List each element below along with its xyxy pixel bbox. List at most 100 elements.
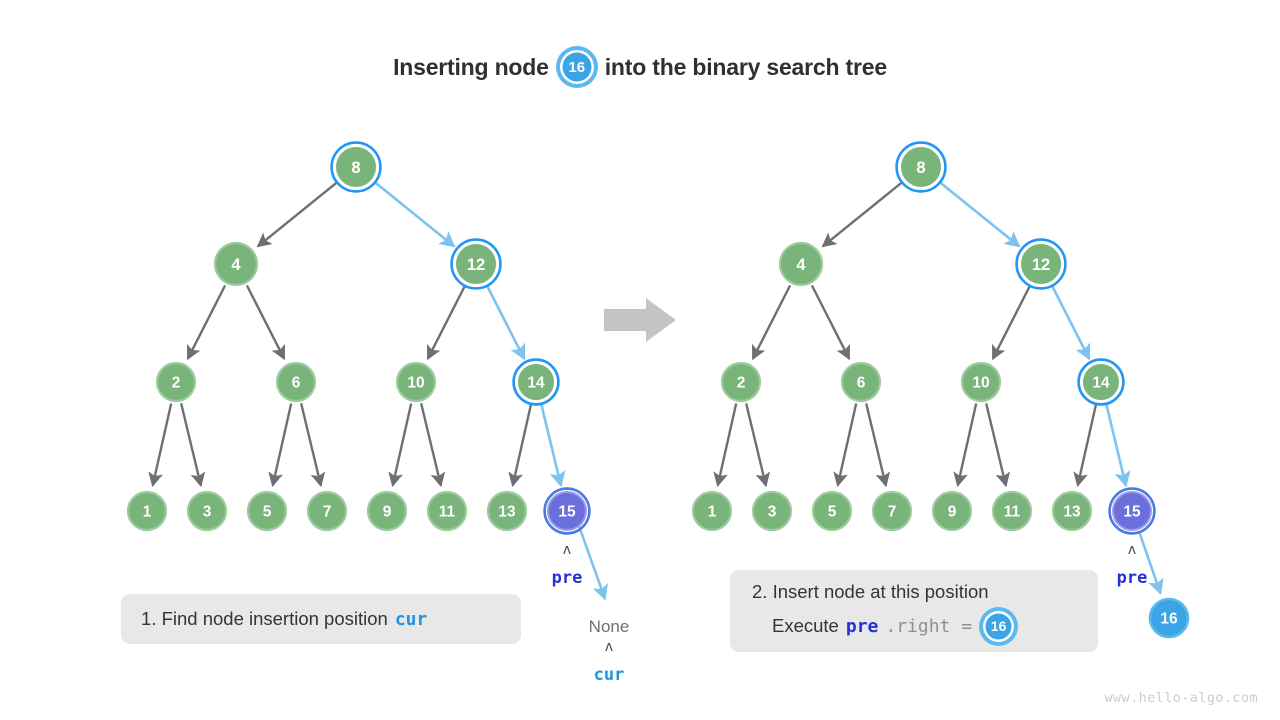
tree-node-12: 12 bbox=[450, 238, 502, 290]
tree-node-13: 13 bbox=[486, 490, 528, 532]
tree-node-label: 9 bbox=[383, 504, 392, 521]
tree-edge bbox=[485, 284, 526, 361]
tree-node-9: 9 bbox=[366, 490, 408, 532]
pointer-caret-icon: ʌ bbox=[604, 639, 614, 655]
tree-edges bbox=[148, 181, 1164, 601]
tree-edge bbox=[179, 403, 206, 488]
tree-node-label: 13 bbox=[498, 504, 516, 521]
tree-node-12: 12 bbox=[1015, 238, 1067, 290]
tree-node-label: 7 bbox=[323, 504, 332, 521]
tree-node-5: 5 bbox=[811, 490, 853, 532]
tree-edge bbox=[1073, 403, 1098, 488]
tree-node-label: 15 bbox=[558, 504, 576, 521]
tree-edge bbox=[256, 181, 339, 248]
tree-node-9: 9 bbox=[931, 490, 973, 532]
tree-node-label: 6 bbox=[857, 375, 866, 392]
caption-step-1: 1. Find node insertion position cur bbox=[121, 594, 521, 644]
tree-node-16: 16 bbox=[1148, 597, 1190, 639]
tree-node-label: 10 bbox=[972, 375, 989, 392]
tree-edge bbox=[991, 284, 1032, 361]
tree-node-14: 14 bbox=[512, 358, 560, 406]
tree-node-label: 10 bbox=[407, 375, 424, 392]
tree-edge bbox=[1050, 284, 1091, 361]
caption-step-2-keyword-pre: pre bbox=[845, 615, 879, 637]
tree-node-label: 5 bbox=[263, 504, 272, 521]
tree-node-4: 4 bbox=[213, 241, 259, 287]
tree-edge bbox=[539, 403, 566, 488]
caption-step-2-line1: 2. Insert node at this position bbox=[752, 580, 989, 602]
tree-node-label: 14 bbox=[1092, 375, 1110, 392]
tree-node-5: 5 bbox=[246, 490, 288, 532]
tree-edge bbox=[373, 181, 456, 248]
tree-edge bbox=[245, 284, 286, 361]
pointer-caret-icon: ʌ bbox=[562, 542, 572, 558]
tree-edge bbox=[713, 403, 738, 488]
tree-node-10: 10 bbox=[960, 361, 1002, 403]
tree-node-1: 1 bbox=[126, 490, 168, 532]
pointer-label-pre: pre bbox=[551, 568, 583, 588]
tree-node-13: 13 bbox=[1051, 490, 1093, 532]
tree-edge bbox=[751, 284, 792, 361]
watermark: www.hello-algo.com bbox=[1104, 690, 1258, 706]
tree-node-label: 8 bbox=[351, 159, 360, 177]
tree-edge bbox=[1137, 531, 1164, 595]
tree-node-11: 11 bbox=[991, 490, 1033, 532]
tree-edge bbox=[864, 403, 891, 488]
tree-node-2: 2 bbox=[155, 361, 197, 403]
tree-edge bbox=[744, 403, 771, 488]
pointer-caret-icon: ʌ bbox=[1127, 542, 1137, 558]
tree-node-14: 14 bbox=[1077, 358, 1125, 406]
tree-node-15: 15 bbox=[1108, 487, 1156, 535]
tree-node-3: 3 bbox=[186, 490, 228, 532]
tree-edge bbox=[508, 403, 533, 488]
tree-node-label: 4 bbox=[231, 256, 241, 274]
tree-node-3: 3 bbox=[751, 490, 793, 532]
tree-node-label: 11 bbox=[1004, 504, 1021, 521]
tree-node-label: 5 bbox=[828, 504, 837, 521]
tree-edge bbox=[953, 403, 978, 488]
tree-node-label: 8 bbox=[916, 159, 925, 177]
tree-node-7: 7 bbox=[306, 490, 348, 532]
tree-edge bbox=[833, 403, 858, 488]
caption-step-2-node-chip: 16 bbox=[983, 610, 1015, 642]
pointer-label-cur: cur bbox=[593, 665, 625, 685]
tree-node-8: 8 bbox=[330, 141, 382, 193]
tree-edge bbox=[388, 403, 413, 488]
tree-edge bbox=[148, 403, 173, 488]
tree-edge bbox=[938, 181, 1021, 248]
caption-step-2: 2. Insert node at this position Execute … bbox=[730, 570, 1098, 652]
tree-node-label: 16 bbox=[1160, 611, 1178, 628]
tree-node-6: 6 bbox=[275, 361, 317, 403]
tree-edge bbox=[419, 403, 446, 488]
tree-node-10: 10 bbox=[395, 361, 437, 403]
tree-node-label: 9 bbox=[948, 504, 957, 521]
caption-step-2-expression: .right = bbox=[885, 615, 973, 637]
tree-edge-dangling-none bbox=[577, 525, 608, 601]
tree-node-label: 13 bbox=[1063, 504, 1081, 521]
tree-node-11: 11 bbox=[426, 490, 468, 532]
step-transition-arrow-icon bbox=[604, 298, 676, 342]
tree-edge bbox=[1104, 403, 1131, 488]
tree-node-15: 15 bbox=[543, 487, 591, 535]
tree-node-label: 4 bbox=[796, 256, 806, 274]
tree-node-label: 2 bbox=[172, 375, 181, 392]
tree-node-label: 12 bbox=[467, 256, 485, 274]
tree-node-label: 12 bbox=[1032, 256, 1050, 274]
tree-edge bbox=[984, 403, 1011, 488]
tree-edge bbox=[821, 181, 904, 248]
none-marker-label: None bbox=[588, 617, 630, 636]
tree-node-label: 3 bbox=[768, 504, 777, 521]
tree-node-8: 8 bbox=[895, 141, 947, 193]
tree-node-6: 6 bbox=[840, 361, 882, 403]
tree-node-label: 1 bbox=[708, 504, 717, 521]
pointer-label-pre: pre bbox=[1116, 568, 1148, 588]
tree-edge bbox=[426, 284, 467, 361]
tree-node-label: 11 bbox=[439, 504, 456, 521]
tree-node-label: 7 bbox=[888, 504, 897, 521]
tree-edge bbox=[186, 284, 227, 361]
tree-node-label: 14 bbox=[527, 375, 545, 392]
tree-edge bbox=[268, 403, 293, 488]
tree-edge bbox=[299, 403, 326, 488]
tree-node-1: 1 bbox=[691, 490, 733, 532]
